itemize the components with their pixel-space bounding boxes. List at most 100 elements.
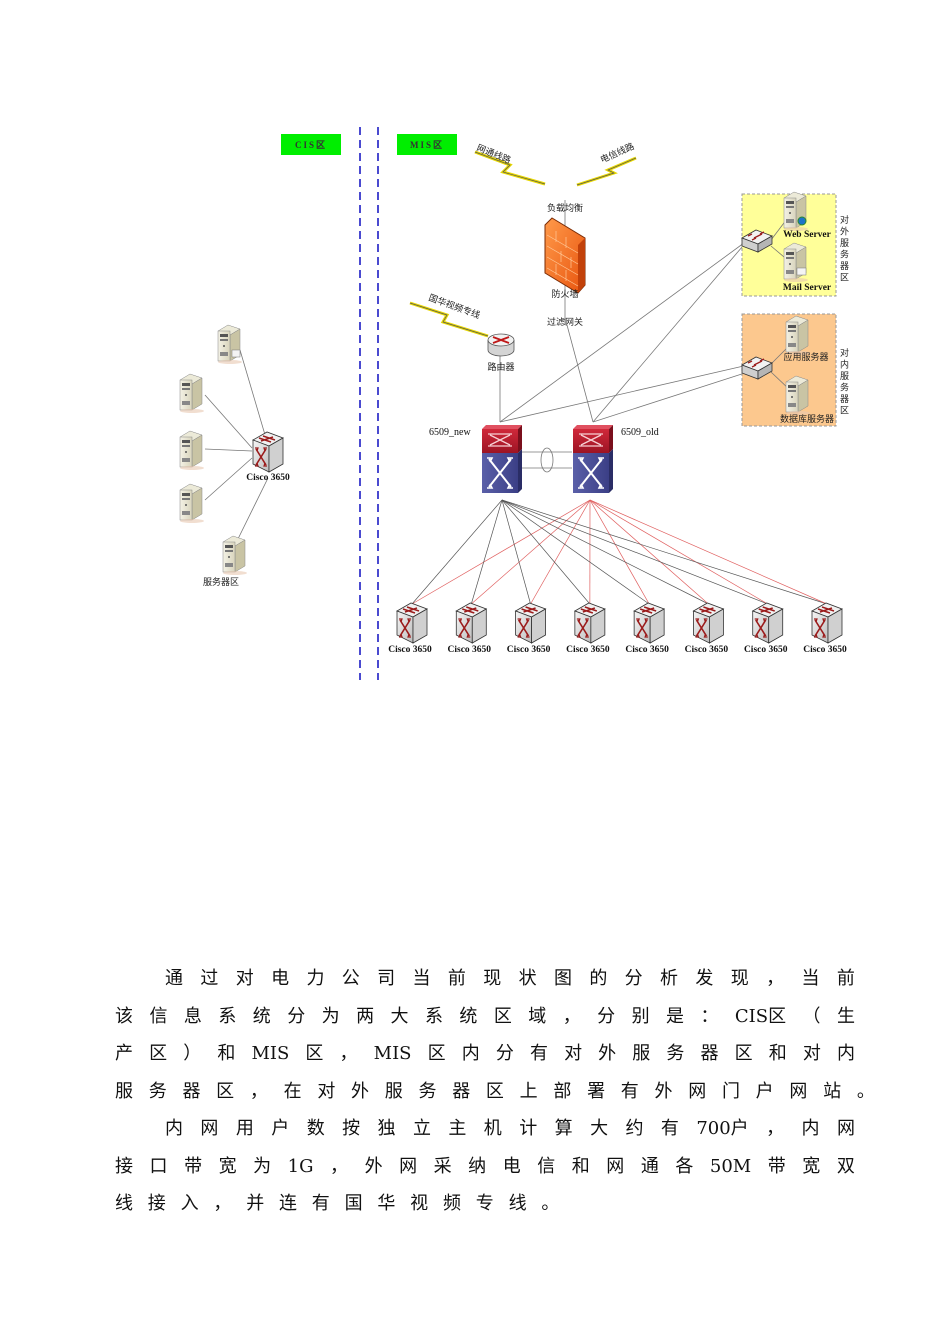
core-new-access-link [501, 499, 591, 605]
paragraph-token: 频 [442, 1193, 461, 1214]
paragraph-token: 为 [253, 1155, 272, 1177]
cisco-3650-switch-icon [514, 602, 547, 644]
paragraph-token: 当 [801, 968, 820, 989]
paragraph-token: 器 [700, 1043, 719, 1064]
paragraph-token: 通 [165, 968, 183, 989]
paragraph-token: ： [700, 1005, 719, 1027]
paragraph-token: ， [339, 1043, 358, 1064]
guohua-link: 国华视频专线 [409, 292, 489, 338]
paragraph-token: 按 [342, 1118, 361, 1139]
dianxin-link: 电信线路 [576, 140, 637, 187]
cisco-3650-switch-icon [751, 602, 784, 644]
paragraph-token: 网 [836, 1118, 855, 1139]
access-switch: Cisco 3650 [388, 602, 432, 655]
paragraph-token: 户 [271, 1118, 290, 1139]
core-old-access-link [589, 499, 709, 605]
paragraph-token: 用 [235, 1118, 254, 1139]
cisco-3650-switch-icon [633, 602, 665, 644]
paragraph-token: 区 [149, 1043, 168, 1064]
paragraph-token: 系 [218, 1005, 237, 1027]
paragraph-token: 有 [660, 1118, 679, 1139]
paragraph-token: 务 [418, 1080, 437, 1102]
paragraph-token: 站 [823, 1080, 842, 1102]
paragraph-token: 数 [306, 1118, 325, 1139]
cisco-3650-switch-icon [252, 431, 284, 473]
paragraph-token: 区 [734, 1043, 753, 1064]
paragraph-token: 服 [632, 1043, 651, 1064]
paragraph-token: 宽 [218, 1155, 237, 1177]
paragraph-token: 1G [287, 1155, 314, 1177]
core-new-access-link [411, 499, 503, 605]
paragraph-token: 上 [519, 1080, 538, 1102]
paragraph-token: 外 [598, 1043, 617, 1064]
server-icon [217, 324, 243, 365]
paragraph-token: 电 [271, 968, 290, 989]
server-icon [179, 483, 205, 524]
core-new-access-link [501, 499, 828, 605]
paragraph-token: 户 [755, 1080, 774, 1102]
load-balancer-label: 负载均衡 [547, 202, 583, 214]
core-old-access-link [411, 499, 591, 605]
paragraph-token: 务 [148, 1080, 167, 1102]
paragraph-token: 对 [235, 968, 254, 989]
paragraph-token: ， [213, 1193, 232, 1214]
guohua-label: 国华视频专线 [427, 292, 482, 322]
paragraph-token: 部 [553, 1080, 572, 1102]
paragraph-token: 带 [767, 1155, 786, 1177]
paragraph-line: 该信息系统分为两大系统区域，分别是：CIS区（生 [115, 998, 855, 1036]
paragraph-token: 独 [377, 1118, 396, 1139]
paragraph-token: 接 [115, 1155, 133, 1177]
access-switch-label: Cisco 3650 [744, 645, 788, 655]
paragraph-token: 区 [216, 1080, 235, 1102]
paragraph-token: 分 [495, 1043, 514, 1064]
paragraph-token: ， [562, 1005, 581, 1027]
wangtong-label: 网通线路 [475, 142, 513, 167]
paragraph-token: 计 [519, 1118, 538, 1139]
paragraph-token: 算 [554, 1118, 573, 1139]
paragraph-token: 线 [115, 1193, 133, 1214]
paragraph-token: 产 [115, 1043, 133, 1064]
app-server-label: 应用服务器 [783, 351, 828, 363]
paragraph-token: 网 [606, 1155, 625, 1177]
router-label: 路由器 [487, 361, 514, 373]
paragraph-token: MIS [373, 1043, 412, 1064]
paragraph-token: 对 [317, 1080, 336, 1102]
access-switch-label: Cisco 3650 [625, 645, 669, 655]
core-new-access-link [501, 499, 709, 605]
paragraph-token: 状 [518, 968, 537, 989]
paragraph-token: 网 [200, 1118, 219, 1139]
paragraph-token: 外 [351, 1080, 370, 1102]
access-switch-label: Cisco 3650 [448, 645, 492, 655]
paragraph-token: 器 [182, 1080, 201, 1102]
paragraph-token: 分 [597, 1005, 616, 1027]
core-switch-icon [481, 424, 523, 494]
paragraph-token: 对 [564, 1043, 583, 1064]
mis-zone-tag: MIS区 [397, 134, 457, 155]
access-switch: Cisco 3650 [507, 602, 551, 655]
external-zone-label: 对外服务器区 [840, 214, 849, 284]
paragraph-token: 连 [278, 1193, 297, 1214]
paragraph-token: 该 [115, 1005, 133, 1027]
access-switch-label: Cisco 3650 [388, 645, 432, 655]
firewall: 负载均衡 防火墙 过滤网关 [544, 202, 586, 328]
paragraph-token: 统 [252, 1005, 271, 1027]
paragraph-token: 内 [461, 1043, 480, 1064]
paragraph-token: 现 [483, 968, 502, 989]
paragraph-token: 为 [321, 1005, 340, 1027]
access-switch-label: Cisco 3650 [685, 645, 729, 655]
globe-icon [797, 216, 807, 226]
paragraph-line: 通过对电力公司当前现状图的分析发现，当前 [115, 960, 855, 998]
paragraph-token: 有 [620, 1080, 639, 1102]
paragraph-token: ， [766, 1118, 785, 1139]
paragraph-token: 机 [483, 1118, 502, 1139]
paragraph-token: 信 [149, 1005, 168, 1027]
paragraph-token: 公 [341, 968, 360, 989]
paragraph-token: 器 [452, 1080, 471, 1102]
paragraph-token: 内 [801, 1118, 820, 1139]
paragraph-token: 线 [508, 1193, 527, 1214]
paragraph-token: 服 [115, 1080, 133, 1102]
paragraph-token: 立 [412, 1118, 431, 1139]
